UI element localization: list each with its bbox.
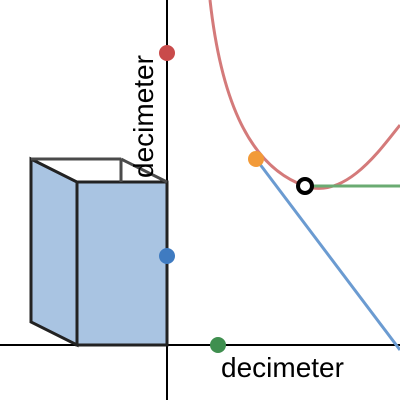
red-point[interactable] xyxy=(159,45,175,61)
open-circle-icon[interactable] xyxy=(296,177,314,195)
tangent-line[interactable] xyxy=(254,158,400,351)
box-front-face xyxy=(75,180,169,347)
x-axis-label: decimeter xyxy=(221,352,344,383)
box-back-right-edge xyxy=(120,157,168,184)
y-axis-label: decimeter xyxy=(128,55,159,178)
red-curve[interactable] xyxy=(208,0,400,190)
blue-point[interactable] xyxy=(159,248,175,264)
green-point[interactable] xyxy=(210,337,226,353)
box-icon xyxy=(29,156,169,348)
orange-point[interactable] xyxy=(248,151,264,167)
box-left-face xyxy=(29,156,79,348)
